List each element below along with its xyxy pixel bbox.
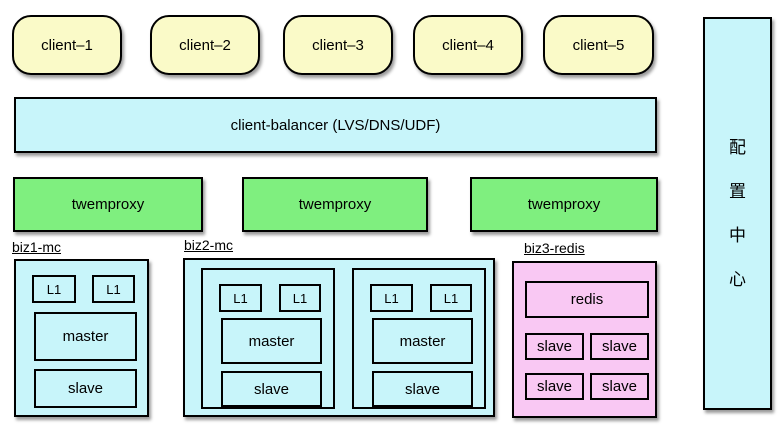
l1-cache-node: L1 [219,284,262,312]
twemproxy-node: twemproxy [13,177,203,232]
l1-label: L1 [233,290,248,306]
client-node: client–3 [283,15,393,75]
config-center-char: 心 [729,270,746,289]
slave-label: slave [404,380,441,398]
biz2-mc-cluster: L1 L1 master slave L1 L1 master sla [183,258,495,417]
master-label: master [399,332,446,350]
biz3-redis-label: biz3-redis [524,240,585,256]
twemproxy-node: twemproxy [470,177,658,232]
client-label: client–4 [442,36,494,54]
slave-node: slave [372,371,473,407]
l1-cache-node: L1 [370,284,413,312]
client-node: client–1 [12,15,122,75]
client-label: client–5 [572,36,625,54]
l1-label: L1 [292,290,308,306]
client-node: client–2 [150,15,260,75]
l1-cache-node: L1 [279,284,321,312]
client-node: client–5 [543,15,654,75]
redis-label: redis [570,291,604,308]
slave-node: slave [525,373,584,400]
client-label: client–1 [41,36,93,54]
l1-label: L1 [106,281,121,297]
client-balancer-node: client-balancer (LVS/DNS/UDF) [14,97,657,153]
master-node: master [372,318,473,364]
master-node: master [34,312,137,361]
slave-label: slave [536,378,573,395]
l1-label: L1 [384,290,399,306]
config-center-panel: 配 置 中 心 [703,17,772,410]
biz2-mc-label: biz2-mc [184,237,234,253]
biz1-mc-cluster: L1 L1 master slave [14,259,149,417]
config-center-char: 中 [729,226,746,245]
client-node: client–4 [413,15,523,75]
twemproxy-label: twemproxy [527,196,601,213]
biz3-redis-cluster: redis slave slave slave slave [512,261,657,418]
slave-node: slave [525,333,584,360]
l1-cache-node: L1 [92,275,135,303]
client-balancer-label: client-balancer (LVS/DNS/UDF) [230,116,441,134]
config-center-char: 置 [729,182,746,201]
slave-label: slave [601,378,638,395]
slave-node: slave [221,371,322,407]
l1-label: L1 [46,281,62,297]
master-node: master [221,318,322,364]
twemproxy-node: twemproxy [242,177,428,232]
twemproxy-label: twemproxy [298,196,372,213]
slave-label: slave [253,380,290,398]
twemproxy-label: twemproxy [71,196,145,213]
biz1-mc-label: biz1-mc [12,239,62,255]
biz2-shard: L1 L1 master slave [352,268,486,409]
slave-label: slave [536,338,573,355]
l1-label: L1 [443,290,459,306]
l1-cache-node: L1 [430,284,472,312]
master-label: master [248,332,295,350]
slave-node: slave [590,373,649,400]
slave-label: slave [601,338,638,355]
slave-node: slave [34,369,137,408]
slave-label: slave [67,380,104,397]
redis-master-node: redis [525,281,649,318]
client-label: client–2 [179,36,231,54]
slave-node: slave [590,333,649,360]
master-label: master [62,328,109,345]
biz2-shard: L1 L1 master slave [201,268,335,409]
l1-cache-node: L1 [32,275,76,303]
config-center-char: 配 [729,138,746,157]
client-label: client–3 [312,36,364,54]
